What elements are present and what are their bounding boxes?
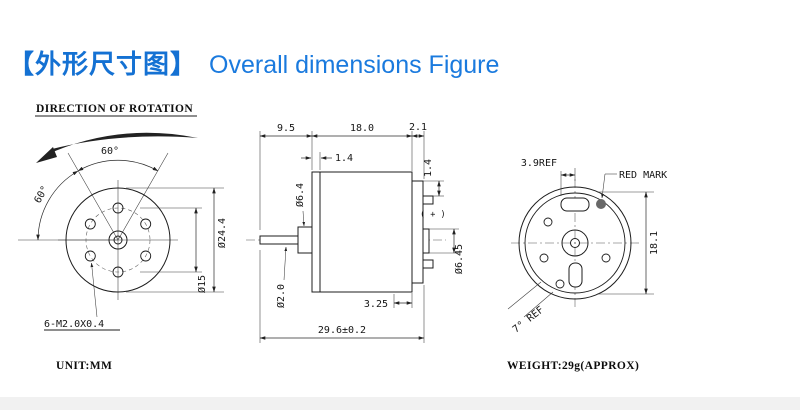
- dim-flange-offset: 1.4: [335, 153, 353, 164]
- dim-angle-left: 60°: [33, 184, 52, 205]
- dim-rear-length: 2.1: [409, 122, 427, 133]
- dim-boss-diameter: Ø6.4: [294, 183, 306, 207]
- dim-mark-offset: 3.9REF: [521, 158, 557, 169]
- dim-bolt-circle: Ø15: [196, 275, 208, 293]
- rear-view: 3.9REF RED MARK 18.1 7° REF WEIGHT:29g(A…: [507, 158, 667, 372]
- dim-angle-ref: 7° REF: [511, 305, 546, 336]
- side-view-dimensions: [259, 131, 459, 343]
- vent-slot-bottom: [568, 262, 583, 288]
- dim-angle-top: 60°: [101, 146, 119, 157]
- direction-of-rotation-label: DIRECTION OF ROTATION: [36, 103, 193, 115]
- front-view: DIRECTION OF ROTATION: [18, 103, 228, 372]
- title-chinese: 【外形尺寸图】: [8, 49, 198, 79]
- weight-note: WEIGHT:29g(APPROX): [507, 360, 639, 372]
- dim-across-width: 18.1: [649, 231, 660, 255]
- unit-note: UNIT:MM: [56, 360, 112, 372]
- terminal-positive: [422, 195, 434, 205]
- rotation-arrow: [36, 132, 198, 163]
- rear-view-dimensions: [507, 168, 654, 318]
- dim-boss-length: 9.5: [277, 123, 295, 134]
- dim-body-length: 18.0: [350, 123, 374, 134]
- front-view-dimensions: [36, 159, 224, 331]
- footer-band: [0, 397, 800, 410]
- rear-view-drawing: [511, 179, 639, 307]
- front-view-drawing: [18, 152, 178, 300]
- dim-outer-diameter: Ø24.4: [216, 218, 228, 248]
- red-mark-label: RED MARK: [619, 170, 667, 181]
- dim-terminal-offset: 1.4: [423, 159, 434, 177]
- terminal-negative: [422, 259, 434, 269]
- dim-shaft-diameter: Ø2.0: [275, 284, 287, 308]
- dim-mounting-holes: 6-M2.0X0.4: [44, 319, 104, 330]
- title-english: Overall dimensions Figure: [209, 51, 500, 79]
- dim-terminal-position: 3.25: [364, 299, 388, 310]
- dim-overall-length: 29.6±0.2: [318, 325, 366, 336]
- polarity-label: ( + ): [420, 210, 446, 220]
- vent-slot-top: [560, 197, 590, 212]
- page-title: 【外形尺寸图】 Overall dimensions Figure: [8, 44, 499, 81]
- side-view-drawing: [246, 171, 446, 293]
- dim-rear-boss-diameter: Ø6.45: [453, 244, 465, 274]
- side-view: 9.5 18.0 2.1 1.4 1.4 Ø6.4 Ø2.0 Ø6.45 3.2…: [246, 122, 465, 343]
- red-mark-dot: [596, 199, 606, 209]
